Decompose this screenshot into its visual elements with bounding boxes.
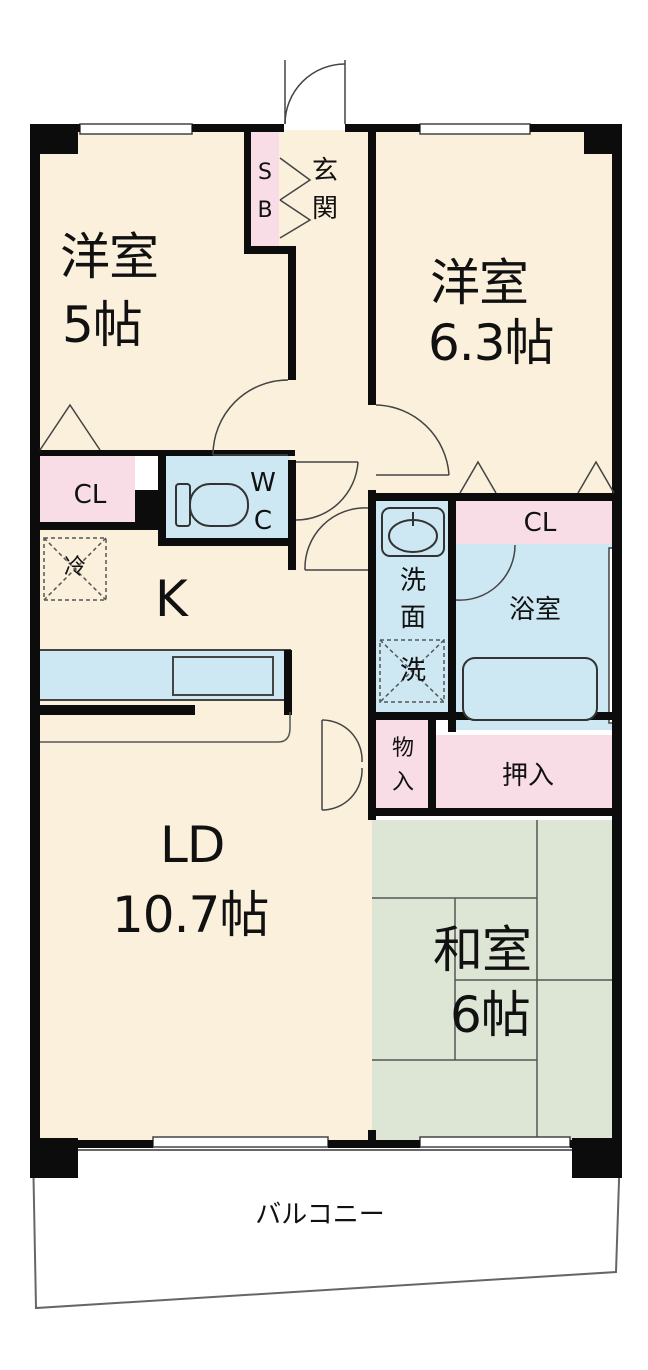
wc-label-1: W: [250, 468, 276, 498]
cl-right-closet: [455, 500, 616, 544]
cl-left-label: CL: [73, 480, 107, 510]
entrance-label-1: 玄: [311, 156, 338, 186]
kitchen-label: K: [155, 570, 188, 628]
ld-name: LD: [160, 816, 225, 874]
western-room-2-size: 6.3帖: [428, 314, 555, 372]
washer-icon: [379, 639, 445, 703]
balcony-label: バルコニー: [255, 1200, 385, 1230]
balcony-outline: [31, 1149, 622, 1310]
stove: [172, 656, 274, 696]
closet-marks: [39, 403, 615, 494]
bathroom-label: 浴室: [508, 595, 561, 625]
western-room-1-floor: [37, 130, 249, 455]
tatami-lines: [372, 820, 616, 1140]
storage-label-2: 入: [391, 770, 414, 795]
sb-closet: [249, 130, 279, 252]
fridge-icon: [43, 537, 107, 601]
washbasin-icon: [381, 507, 445, 557]
washer-label: 洗: [399, 656, 426, 686]
cl-right-label: CL: [523, 508, 557, 538]
ld-partition: [40, 712, 291, 743]
western-room-1-name: 洋室: [60, 228, 159, 286]
cl-left-closet: [37, 455, 135, 528]
storage-closet: [372, 720, 432, 812]
storage-label-1: 物: [391, 736, 414, 761]
bathtub-icon: [462, 657, 598, 721]
japanese-room-size: 6帖: [450, 986, 531, 1044]
sb-label-2: B: [257, 198, 273, 223]
toilet-icon: [175, 483, 249, 527]
ld-floor: [37, 713, 372, 1140]
entrance-label-2: 関: [311, 194, 338, 224]
sb-label-1: S: [258, 160, 272, 185]
washroom-label-1: 洗: [399, 566, 426, 596]
wc-label-2: C: [253, 506, 273, 536]
oshiire-closet: [432, 735, 616, 812]
western-room-1-size: 5帖: [62, 296, 143, 354]
oshiire-label: 押入: [501, 761, 554, 791]
ld-size: 10.7帖: [112, 886, 269, 944]
western-room-2-floor: [372, 130, 616, 500]
western-room-2-name: 洋室: [430, 254, 529, 312]
fridge-label: 冷: [63, 555, 86, 580]
washroom-label-2: 面: [399, 603, 426, 633]
door-swings: [212, 60, 516, 811]
japanese-room-name: 和室: [433, 921, 532, 979]
